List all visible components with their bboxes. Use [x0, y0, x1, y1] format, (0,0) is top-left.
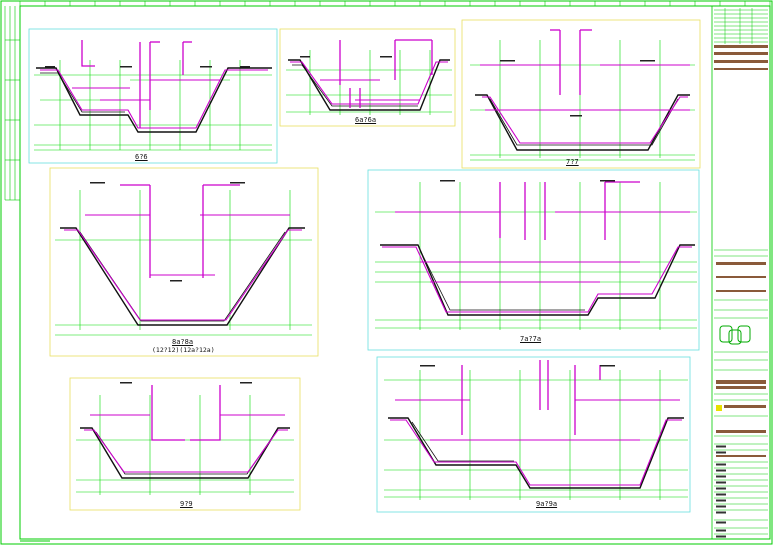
- company-logo-icon: [719, 325, 751, 345]
- title-block: [711, 5, 771, 540]
- title-block-stamp-4: [716, 430, 766, 433]
- section-drawing-d2: [286, 39, 452, 115]
- drawing-label-d6: 9?9: [180, 500, 193, 508]
- binding-strip: [4, 6, 20, 201]
- title-block-band-4: [714, 68, 768, 70]
- title-block-band-5: [716, 262, 766, 265]
- section-drawing-d4: [55, 182, 312, 336]
- frame-d4: [49, 167, 319, 357]
- frame-d3: [461, 19, 701, 169]
- section-drawing-d6: [76, 382, 294, 495]
- frame-d7: [376, 356, 691, 513]
- frame-d5: [367, 169, 700, 351]
- drawing-label-d7: 9a?9a: [536, 500, 558, 508]
- title-block-band-6: [716, 276, 766, 278]
- drawing-sublabel-d4: (12?12)(12a?12a): [152, 346, 215, 354]
- title-block-band-2: [714, 52, 768, 55]
- section-drawing-d5: [375, 180, 697, 330]
- title-block-stamp-5: [716, 455, 766, 457]
- title-block-stamp-2: [716, 386, 766, 389]
- title-block-band-3: [714, 60, 768, 63]
- title-block-stamp-1: [716, 380, 766, 384]
- drawing-label-d1: 6?6: [135, 153, 148, 161]
- drawing-label-d3: 7?7: [566, 158, 579, 166]
- title-block-yellow-mark: [716, 405, 722, 411]
- frame-d1: [28, 28, 278, 164]
- title-block-band-7: [716, 290, 766, 292]
- drawing-label-d2: 6a?6a: [355, 116, 377, 124]
- section-drawing-d7: [384, 360, 688, 500]
- title-block-stamp-3: [724, 405, 766, 408]
- drawing-label-d5: 7a?7a: [520, 335, 542, 343]
- inner-border: [19, 5, 771, 540]
- section-drawing-d1: [34, 40, 272, 151]
- title-block-band-1: [714, 45, 768, 48]
- top-ruler: [19, 1, 771, 6]
- frame-d2: [279, 28, 456, 127]
- frame-d6: [69, 377, 301, 511]
- drawing-label-d4: 8a?8a: [172, 338, 194, 346]
- section-drawing-d3: [470, 29, 695, 161]
